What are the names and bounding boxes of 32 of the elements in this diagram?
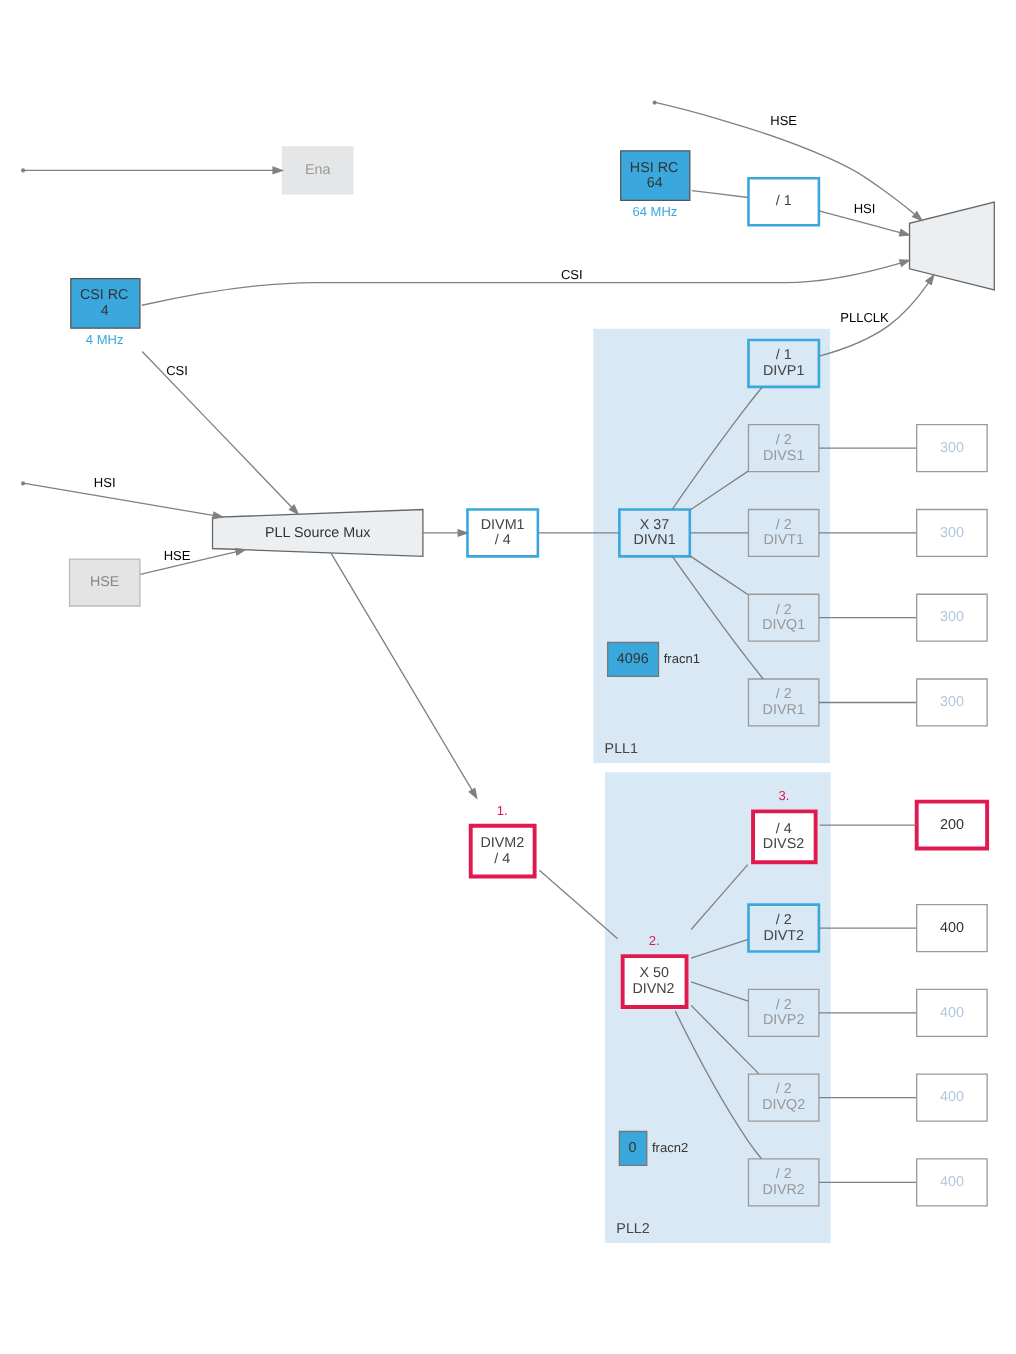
connector (674, 1010, 763, 1160)
arrow (24, 482, 225, 520)
connector (690, 1004, 760, 1075)
connector (671, 555, 764, 680)
connector (671, 386, 763, 510)
connector (689, 532, 749, 534)
arrow (818, 273, 935, 357)
connector (689, 555, 749, 596)
connector (691, 189, 749, 199)
connector (689, 470, 749, 511)
connector (690, 864, 749, 931)
arrow (141, 259, 912, 306)
connector (818, 1181, 917, 1183)
arrow (422, 528, 470, 538)
arrow (141, 350, 300, 516)
arrow (655, 102, 924, 222)
connector (538, 869, 619, 940)
arrow (139, 548, 247, 576)
connector (819, 824, 918, 826)
connector (818, 927, 917, 929)
connector (818, 701, 917, 704)
arrow (330, 552, 478, 800)
connector (690, 938, 749, 959)
connector (537, 532, 620, 534)
connector (818, 617, 917, 619)
connector (818, 1012, 917, 1014)
arrow (24, 166, 285, 175)
connector (690, 981, 749, 1002)
connector (818, 532, 917, 534)
arrow (818, 210, 911, 237)
connector (818, 447, 917, 449)
connector (818, 1096, 917, 1099)
